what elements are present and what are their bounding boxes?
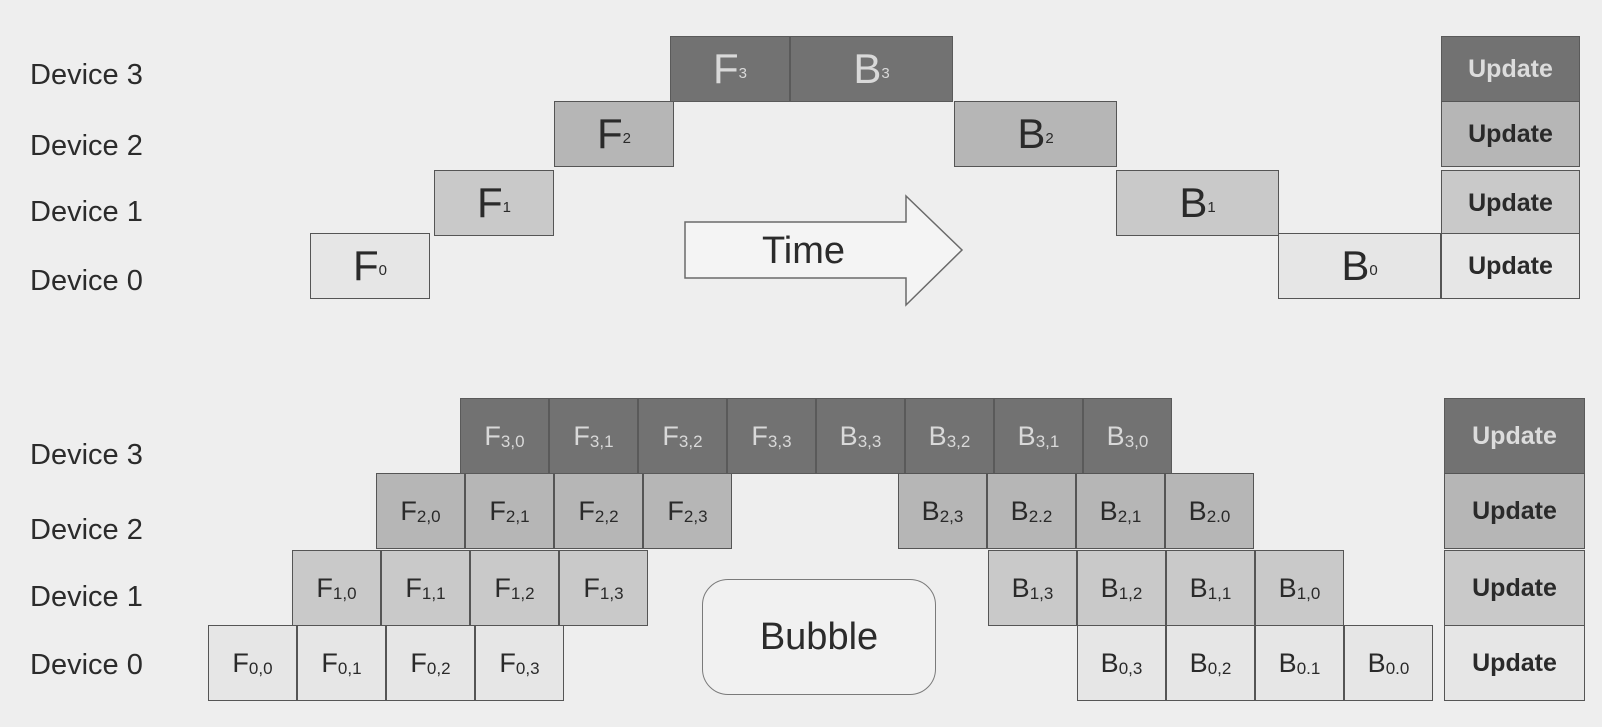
naive-update-device-0: Update	[1441, 233, 1580, 299]
naive-device-label-0: Device 0	[30, 265, 143, 297]
time-label: Time	[762, 230, 846, 272]
naive-update-device-2: Update	[1441, 101, 1580, 167]
naive-device-label-2: Device 2	[30, 130, 143, 162]
micro-device-label-2: Device 2	[30, 514, 143, 546]
micro-update-device-2: Update	[1444, 473, 1585, 549]
micro-update-device-3: Update	[1444, 398, 1585, 474]
naive-update-device-3: Update	[1441, 36, 1580, 102]
micro-update-device-1: Update	[1444, 550, 1585, 626]
naive-device-label-3: Device 3	[30, 59, 143, 91]
naive-device-label-1: Device 1	[30, 196, 143, 228]
micro-update-device-0: Update	[1444, 625, 1585, 701]
micro-device-label-0: Device 0	[30, 649, 143, 681]
micro-device-label-1: Device 1	[30, 581, 143, 613]
naive-update-device-1: Update	[1441, 170, 1580, 236]
micro-device-label-3: Device 3	[30, 439, 143, 471]
bubble-box: Bubble	[702, 579, 936, 695]
bubble-label: Bubble	[759, 615, 879, 658]
